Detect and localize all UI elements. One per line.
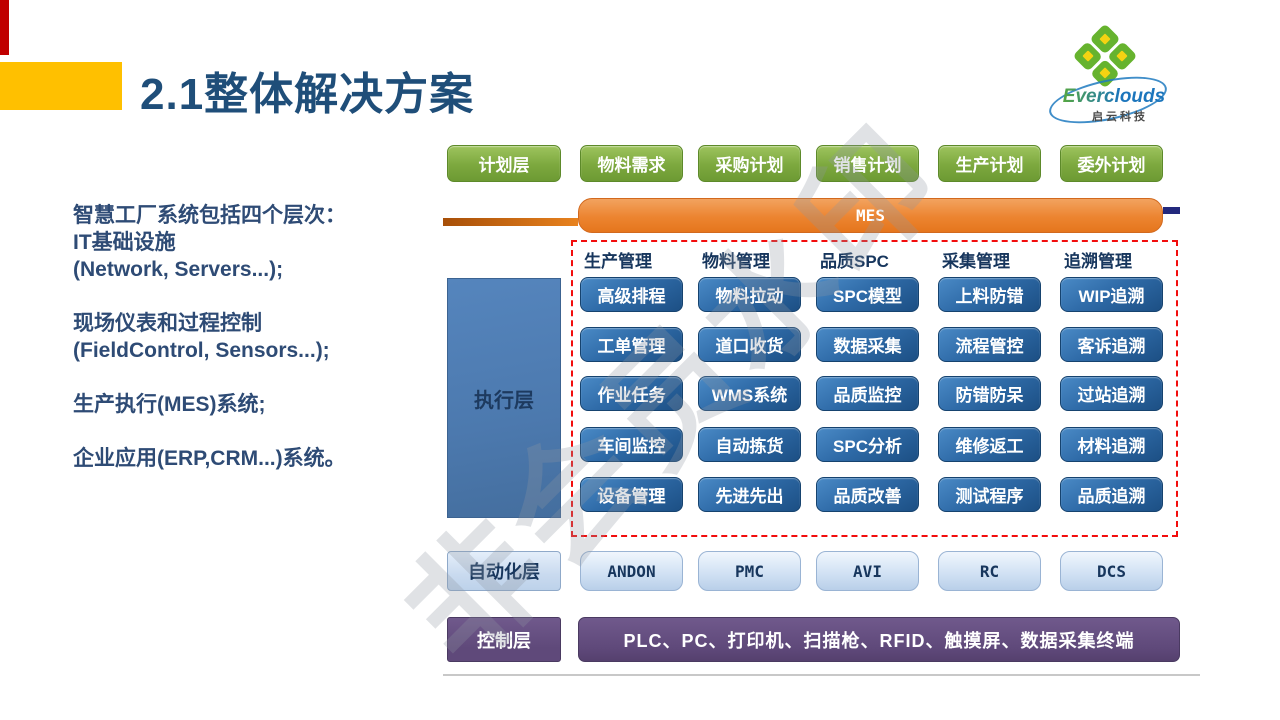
module-item: 过站追溯 <box>1060 376 1163 411</box>
execution-layer-text: 执行层 <box>474 389 534 412</box>
intro-line: IT基础设施 <box>73 231 176 254</box>
yellow-accent-bar <box>0 62 122 110</box>
automation-item: ANDON <box>580 551 683 591</box>
layer-label-execution: 执行层 <box>447 278 561 518</box>
intro-line: 企业应用(ERP,CRM...)系统。 <box>73 447 346 470</box>
plan-item: 生产计划 <box>938 145 1041 182</box>
module-item: 流程管控 <box>938 327 1041 362</box>
intro-line: (FieldControl, Sensors...); <box>73 339 330 362</box>
page-title: 2.1整体解决方案 <box>140 70 475 119</box>
module-item: 上料防错 <box>938 277 1041 312</box>
layer-label-control: 控制层 <box>447 617 561 662</box>
module-item: WMS系统 <box>698 376 801 411</box>
mes-right-connector <box>1163 207 1180 214</box>
mes-modules-frame <box>571 240 1178 537</box>
module-item: 品质追溯 <box>1060 477 1163 512</box>
module-item: 作业任务 <box>580 376 683 411</box>
module-column-header: 品质SPC <box>820 252 889 271</box>
plan-item: 销售计划 <box>816 145 919 182</box>
intro-line: 现场仪表和过程控制 <box>73 312 262 335</box>
logo-brand-text: Everclouds <box>1054 86 1174 108</box>
module-item: 品质监控 <box>816 376 919 411</box>
company-logo: Everclouds 启云科技 <box>1040 23 1190 133</box>
intro-line: 生产执行(MES)系统; <box>73 393 266 416</box>
module-item: 先进先出 <box>698 477 801 512</box>
logo-subtitle-text: 启云科技 <box>1092 111 1148 123</box>
automation-item: AVI <box>816 551 919 591</box>
module-item: 数据采集 <box>816 327 919 362</box>
module-item: SPC模型 <box>816 277 919 312</box>
module-item: WIP追溯 <box>1060 277 1163 312</box>
layer-label-plan: 计划层 <box>447 145 561 182</box>
module-item: 车间监控 <box>580 427 683 462</box>
plan-item: 采购计划 <box>698 145 801 182</box>
red-accent-bar <box>0 0 9 55</box>
intro-line <box>73 418 433 445</box>
module-item: 品质改善 <box>816 477 919 512</box>
module-item: 维修返工 <box>938 427 1041 462</box>
automation-item: RC <box>938 551 1041 591</box>
module-item: 测试程序 <box>938 477 1041 512</box>
control-devices-bar: PLC、PC、打印机、扫描枪、RFID、触摸屏、数据采集终端 <box>578 617 1180 662</box>
automation-item: PMC <box>698 551 801 591</box>
module-item: 设备管理 <box>580 477 683 512</box>
module-column-header: 生产管理 <box>584 252 652 271</box>
plan-item: 委外计划 <box>1060 145 1163 182</box>
module-item: 材料追溯 <box>1060 427 1163 462</box>
module-item: 高级排程 <box>580 277 683 312</box>
intro-line: 智慧工厂系统包括四个层次： <box>73 204 346 227</box>
module-column-header: 物料管理 <box>702 252 770 271</box>
intro-text: 智慧工厂系统包括四个层次： IT基础设施 (Network, Servers...)… <box>73 202 433 472</box>
intro-line <box>73 283 433 310</box>
module-item: 道口收货 <box>698 327 801 362</box>
automation-item: DCS <box>1060 551 1163 591</box>
module-item: 工单管理 <box>580 327 683 362</box>
module-item: 客诉追溯 <box>1060 327 1163 362</box>
module-column-header: 采集管理 <box>942 252 1010 271</box>
module-column-header: 追溯管理 <box>1064 252 1132 271</box>
plan-item: 物料需求 <box>580 145 683 182</box>
mes-bar: MES <box>578 198 1163 233</box>
bottom-divider <box>443 674 1200 676</box>
layer-label-automation: 自动化层 <box>447 551 561 591</box>
module-item: 防错防呆 <box>938 376 1041 411</box>
mes-connector-line <box>443 218 578 226</box>
intro-line: (Network, Servers...); <box>73 258 284 281</box>
module-item: 自动拣货 <box>698 427 801 462</box>
module-item: SPC分析 <box>816 427 919 462</box>
intro-line <box>73 364 433 391</box>
module-item: 物料拉动 <box>698 277 801 312</box>
